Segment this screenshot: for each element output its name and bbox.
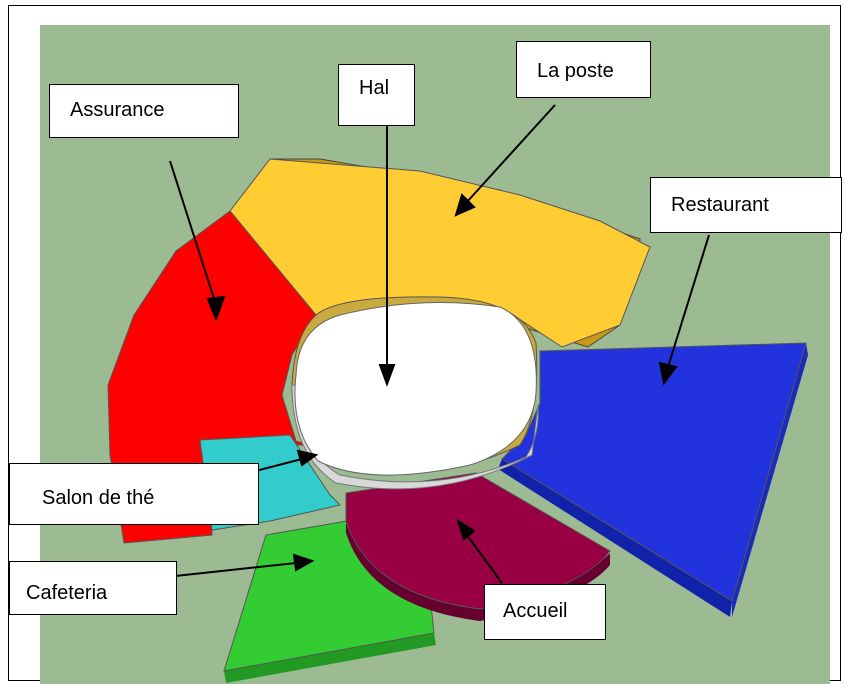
arrow-restaurant: [667, 234, 710, 368]
figure-frame: Assurance Hal La poste Restaurant Salon …: [8, 5, 842, 684]
arrow-cafeteria: [165, 562, 297, 578]
zone-hal: [291, 296, 539, 490]
arrow-assurance-head: [206, 295, 226, 322]
arrow-restaurant-head: [658, 361, 678, 386]
arrow-assurance: [169, 160, 217, 306]
zone-restaurant: [498, 342, 808, 617]
arrow-accueil: [466, 534, 503, 584]
zone-hal-top: [294, 302, 537, 476]
label-accueil: Accueil: [484, 584, 606, 640]
arrow-salon-de-the-head: [296, 449, 319, 467]
label-cafeteria: Cafeteria: [9, 561, 177, 615]
label-restaurant: Restaurant: [650, 177, 842, 233]
label-salon-de-the: Salon de thé: [9, 463, 259, 525]
arrow-la-poste: [465, 104, 556, 204]
arrow-la-poste-head: [454, 193, 476, 217]
label-la-poste: La poste: [516, 41, 651, 98]
pointer-arrows: [165, 104, 710, 584]
arrow-hal-head: [378, 364, 396, 387]
floor-plan-diagram: [40, 25, 830, 684]
zone-restaurant-top: [501, 342, 807, 602]
arrow-accueil-head: [456, 518, 476, 541]
label-assurance: Assurance: [49, 84, 239, 138]
arrow-cafeteria-head: [292, 553, 315, 572]
label-hal: Hal: [338, 64, 415, 126]
zone-la-poste: [229, 158, 651, 348]
zone-accueil-top: [345, 472, 611, 610]
